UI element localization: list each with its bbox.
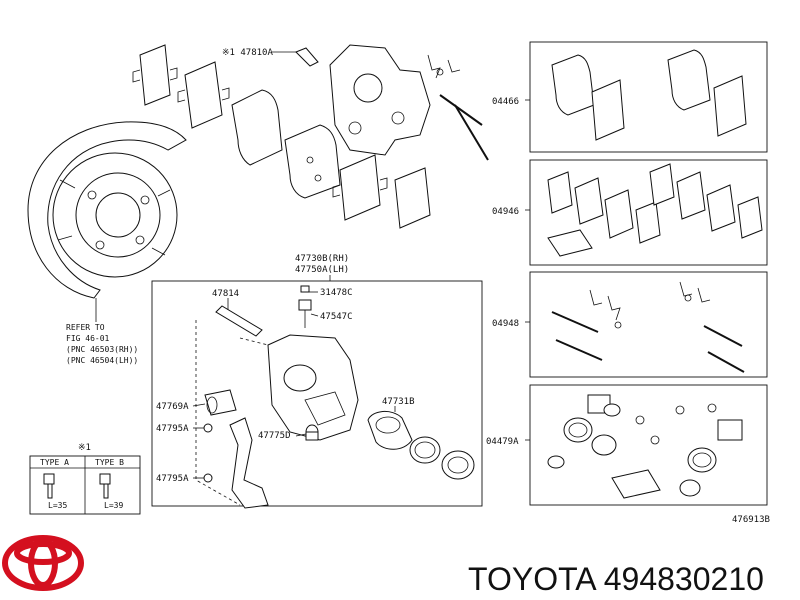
pins-04948-drawing: [551, 281, 745, 373]
label-47795A-1: 47795A: [156, 424, 189, 434]
boot-47769A: [204, 389, 237, 416]
bolt-type-a: TYPE A: [40, 458, 69, 467]
washer-47795A-2: [203, 473, 213, 483]
bolt-type-table: ※1 TYPE A TYPE B L=35 L=39: [29, 443, 141, 515]
guide-pin-47814: [215, 305, 263, 337]
label-47731B: 47731B: [382, 397, 415, 407]
label-47769A: 47769A: [156, 402, 189, 412]
label-47814: 47814: [212, 289, 239, 299]
box-04479A: [529, 384, 768, 506]
label-47547C: 47547C: [320, 312, 353, 322]
label-47750A: 47750A(LH): [295, 265, 349, 275]
brand-part-number: TOYOTA 494830210: [468, 561, 764, 597]
box-04946: [529, 159, 768, 266]
figure-code: 476913B: [732, 515, 770, 525]
caliper-assembly-box: [151, 280, 483, 507]
bolt-47810A: [295, 47, 319, 67]
bolt-len-b: L=39: [104, 501, 123, 510]
label-04948: 04948: [492, 319, 519, 329]
caliper-body-drawing: [267, 334, 359, 441]
box-04466: [529, 41, 768, 153]
caliper-bracket-top: [329, 44, 431, 156]
shims-04946-drawing: [547, 163, 763, 257]
box-04948: [529, 271, 768, 378]
piston-47731B: [367, 411, 475, 480]
label-47775D: 47775D: [258, 431, 291, 441]
seals-04479A-drawing: [547, 394, 743, 499]
clips-top: [427, 54, 489, 161]
bolt-type-b: TYPE B: [95, 458, 124, 467]
bolt-len-a: L=35: [48, 501, 67, 510]
refer-line-2: FIG 46-01: [66, 334, 110, 343]
label-47810A: ※1 47810A: [222, 48, 273, 58]
label-47730B: 47730B(RH): [295, 254, 349, 264]
refer-line-1: REFER TO: [66, 323, 105, 332]
refer-line-3: (PNC 46503(RH)): [66, 345, 138, 354]
bushing-47775D: [305, 424, 319, 441]
pads-04466-drawing: [551, 49, 747, 141]
refer-line-4: (PNC 46504(LH)): [66, 356, 138, 365]
label-04946: 04946: [492, 207, 519, 217]
label-47795A-2: 47795A: [156, 474, 189, 484]
toyota-logo-icon: [2, 535, 84, 591]
bleeder-drawing: [298, 285, 312, 328]
label-31478C: 31478C: [320, 288, 353, 298]
label-04479A: 04479A: [486, 437, 519, 447]
shims-top-drawing: [132, 44, 431, 229]
bracket-lower-drawing: [229, 417, 269, 509]
label-04466: 04466: [492, 97, 519, 107]
dash-guide-left: [195, 320, 241, 506]
washer-47795A-1: [203, 423, 213, 433]
backing-plate-drawing: [27, 121, 187, 299]
bolt-table-mark: ※1: [78, 443, 91, 453]
